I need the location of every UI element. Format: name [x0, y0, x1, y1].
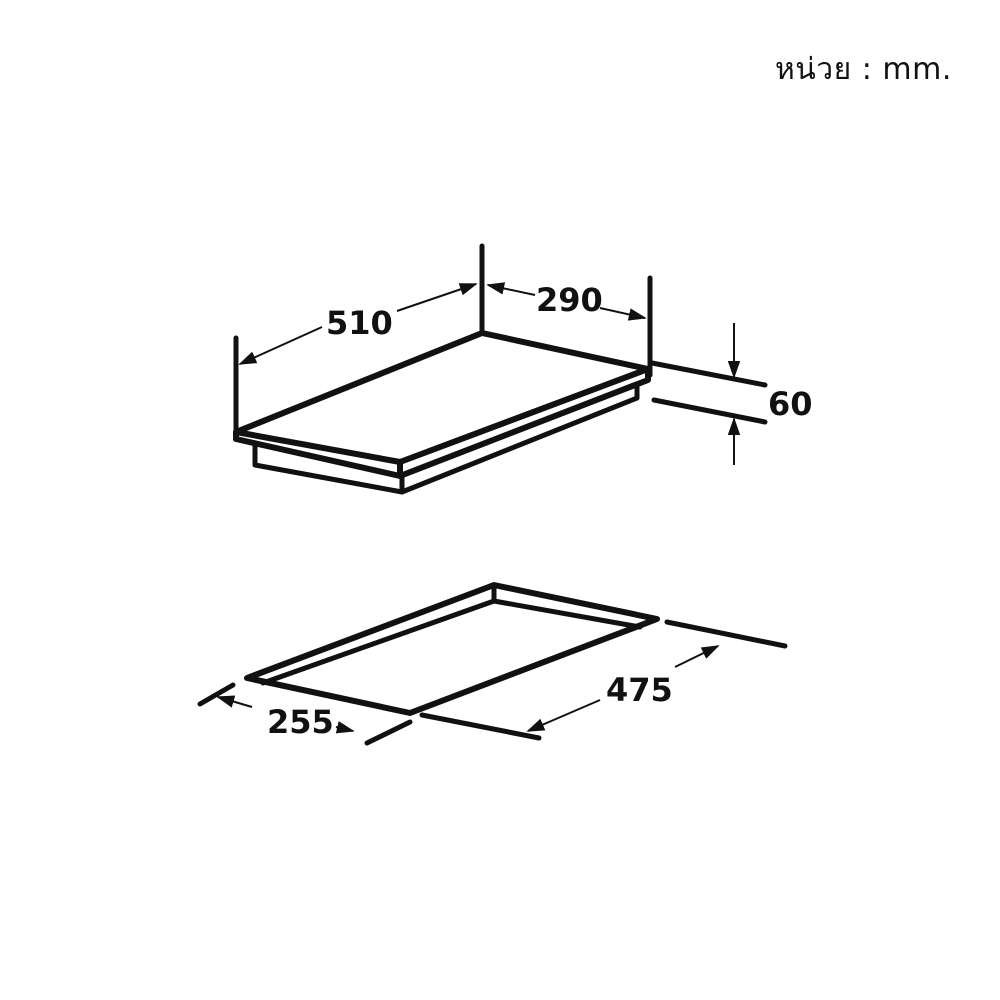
- dim-arrow-510-left: [238, 326, 323, 365]
- hob-product-drawing: [233, 243, 768, 495]
- dim-arrow-255-left: [216, 695, 253, 708]
- dimension-60-label: 60: [768, 385, 813, 423]
- dim-arrow-290-left: [486, 282, 536, 296]
- dimension-510-label: 510: [326, 304, 393, 342]
- top-dimension-arrows: [238, 282, 741, 465]
- cutout-extension-mid: [364, 719, 413, 746]
- cutout-extension-front: [419, 712, 542, 741]
- cutout-outline: [244, 582, 660, 716]
- extension-line-height-top: [649, 360, 768, 388]
- unit-label: หน่วย : mm.: [775, 52, 952, 87]
- dimension-255-label: 255: [267, 703, 334, 741]
- hob-body-right: [399, 381, 640, 495]
- cutout-dimension-arrows: [216, 645, 720, 734]
- dim-arrow-255-right: [335, 721, 355, 734]
- dim-arrow-475-down: [526, 699, 601, 732]
- dimension-475-label: 475: [606, 671, 673, 709]
- extension-line-height-bottom: [651, 397, 768, 425]
- cutout-drawing: [197, 582, 788, 746]
- cutout-extension-right: [664, 619, 788, 649]
- dim-arrow-475-up: [674, 645, 720, 668]
- hob-glass-front-left: [233, 429, 403, 479]
- hob-body-left: [252, 441, 405, 495]
- cutout-inner-back-wall: [491, 598, 643, 630]
- hob-top-surface: [233, 330, 651, 465]
- dim-arrow-510-right: [396, 283, 478, 312]
- dim-arrow-290-right: [599, 307, 647, 321]
- dimension-290-label: 290: [536, 281, 603, 319]
- cutout-extension-left: [197, 682, 236, 707]
